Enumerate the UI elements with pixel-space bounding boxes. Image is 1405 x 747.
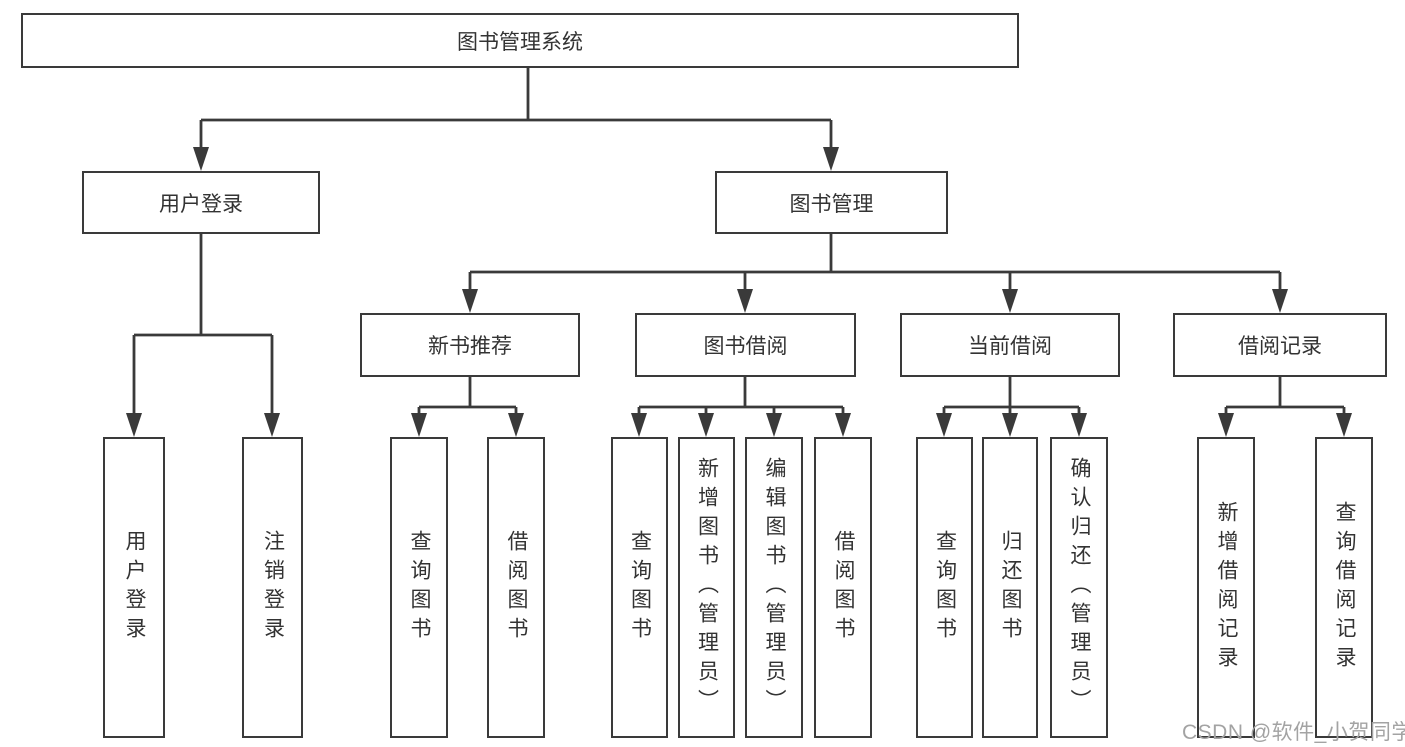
leaf-return-books: 归还图书 bbox=[982, 437, 1038, 738]
node-user-login-label: 用户登录 bbox=[159, 192, 243, 216]
arrowhead-book-management bbox=[823, 147, 839, 171]
arrowhead-leaf-edit-books bbox=[766, 413, 782, 437]
leaf-add-books-admin-label: 新增图书（管理员） bbox=[695, 457, 719, 718]
arrowhead-book-borrowing bbox=[737, 289, 753, 313]
arrowhead-leaf-return bbox=[1002, 413, 1018, 437]
node-root-label: 图书管理系统 bbox=[457, 30, 583, 54]
node-book-management: 图书管理 bbox=[715, 171, 948, 234]
leaf-logout: 注销登录 bbox=[242, 437, 303, 738]
arrowhead-user-login bbox=[193, 147, 209, 171]
arrowhead-new-book-recommend bbox=[462, 289, 478, 313]
arrowhead-borrowing-records bbox=[1272, 289, 1288, 313]
node-current-borrowing: 当前借阅 bbox=[900, 313, 1120, 377]
leaf-query-borrow-record: 查询借阅记录 bbox=[1315, 437, 1373, 738]
leaf-borrow-books-borrowing: 借阅图书 bbox=[814, 437, 872, 738]
leaf-borrow-books-recommend-label: 借阅图书 bbox=[505, 529, 528, 646]
leaf-user-login: 用户登录 bbox=[103, 437, 165, 738]
arrowhead-leaf-user-login bbox=[126, 413, 142, 437]
leaf-query-books-recommend-label: 查询图书 bbox=[408, 529, 431, 646]
arrowhead-leaf-logout bbox=[264, 413, 280, 437]
arrowhead-leaf-add-books bbox=[698, 413, 714, 437]
arrowhead-current-borrowing bbox=[1002, 289, 1018, 313]
leaf-return-books-label: 归还图书 bbox=[999, 529, 1022, 646]
node-borrowing-records-label: 借阅记录 bbox=[1238, 335, 1322, 358]
node-new-book-recommend: 新书推荐 bbox=[360, 313, 580, 377]
leaf-user-login-label: 用户登录 bbox=[123, 529, 146, 646]
leaf-add-borrow-record: 新增借阅记录 bbox=[1197, 437, 1255, 738]
arrowhead-leaf-query1 bbox=[411, 413, 427, 437]
node-current-borrowing-label: 当前借阅 bbox=[968, 335, 1052, 358]
node-borrowing-records: 借阅记录 bbox=[1173, 313, 1387, 377]
leaf-add-borrow-record-label: 新增借阅记录 bbox=[1215, 500, 1238, 675]
arrowhead-leaf-confirm-return bbox=[1071, 413, 1087, 437]
node-new-book-recommend-label: 新书推荐 bbox=[428, 335, 512, 358]
leaf-query-books-borrowing: 查询图书 bbox=[611, 437, 668, 738]
node-book-management-label: 图书管理 bbox=[789, 192, 874, 216]
leaf-confirm-return-admin-label: 确认归还（管理员） bbox=[1068, 457, 1091, 718]
arrowhead-leaf-add-record bbox=[1218, 413, 1234, 437]
leaf-logout-label: 注销登录 bbox=[261, 529, 285, 646]
leaf-query-borrow-record-label: 查询借阅记录 bbox=[1333, 500, 1356, 675]
leaf-borrow-books-recommend: 借阅图书 bbox=[487, 437, 545, 738]
arrowhead-leaf-query3 bbox=[936, 413, 952, 437]
leaf-edit-books-admin: 编辑图书（管理员） bbox=[745, 437, 803, 738]
leaf-edit-books-admin-label: 编辑图书（管理员） bbox=[763, 457, 786, 718]
arrowhead-leaf-borrow2 bbox=[835, 413, 851, 437]
leaf-query-books-current-label: 查询图书 bbox=[933, 529, 957, 646]
watermark: CSDN @软件_小贺同学 bbox=[1182, 721, 1405, 744]
node-root: 图书管理系统 bbox=[21, 13, 1019, 68]
leaf-query-books-current: 查询图书 bbox=[916, 437, 973, 738]
leaf-confirm-return-admin: 确认归还（管理员） bbox=[1050, 437, 1108, 738]
arrowhead-leaf-borrow1 bbox=[508, 413, 524, 437]
node-book-borrowing-label: 图书借阅 bbox=[703, 335, 788, 358]
arrowhead-leaf-query-record bbox=[1336, 413, 1352, 437]
arrowhead-leaf-query2 bbox=[631, 413, 647, 437]
leaf-query-books-recommend: 查询图书 bbox=[390, 437, 448, 738]
leaf-borrow-books-borrowing-label: 借阅图书 bbox=[832, 529, 855, 646]
leaf-query-books-borrowing-label: 查询图书 bbox=[628, 529, 652, 646]
node-user-login: 用户登录 bbox=[82, 171, 320, 234]
node-book-borrowing: 图书借阅 bbox=[635, 313, 856, 377]
leaf-add-books-admin: 新增图书（管理员） bbox=[678, 437, 735, 738]
